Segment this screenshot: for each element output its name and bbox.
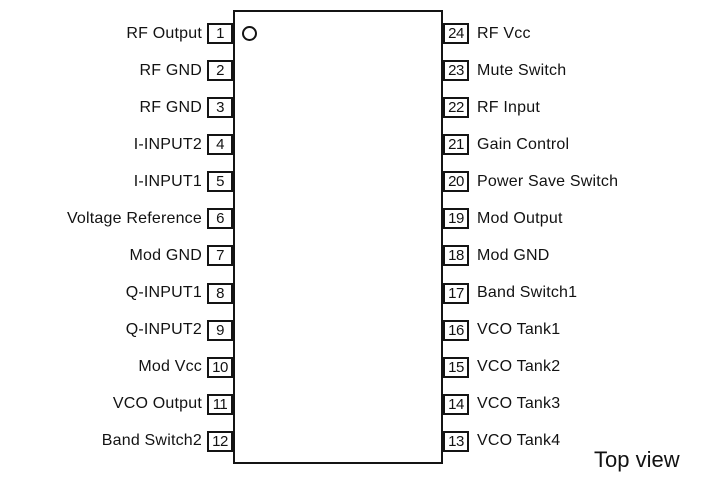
pin-row-11: VCO Output 11: [0, 393, 233, 415]
pin-number-box: 2: [207, 60, 233, 82]
pin-number-box: 21: [443, 134, 469, 156]
pin-row-9: Q-INPUT2 9: [0, 319, 233, 341]
pin-row-10: Mod Vcc 10: [0, 356, 233, 378]
pin-number-box: 18: [443, 245, 469, 267]
pin-label: RF Output: [126, 24, 202, 42]
pin-row-15: 15 VCO Tank2: [443, 356, 701, 378]
pin-number-box: 19: [443, 208, 469, 230]
pin-label: Mod GND: [129, 246, 202, 264]
pin-number-box: 15: [443, 356, 469, 378]
pin-label: VCO Output: [112, 395, 202, 413]
right-pin-column: 24 RF Vcc 23 Mute Switch 22 RF Input 21 …: [443, 23, 701, 452]
ic-package-body: [233, 10, 443, 464]
pin-number-box: 22: [443, 97, 469, 119]
pin-number-box: 20: [443, 171, 469, 193]
pin-label: I-INPUT2: [133, 135, 202, 153]
left-pin-column: RF Output 1 RF GND 2 RF GND 3 I-INPUT2 4…: [0, 23, 233, 452]
pin-label: RF GND: [139, 98, 202, 116]
pin-label: Q-INPUT1: [125, 284, 202, 302]
pin-number-box: 10: [207, 356, 233, 378]
pin-label: VCO Tank3: [477, 395, 561, 413]
pin-row-14: 14 VCO Tank3: [443, 393, 701, 415]
pin-number-box: 13: [443, 430, 469, 452]
pin-number-box: 9: [207, 319, 233, 341]
pin-label: VCO Tank4: [477, 432, 561, 450]
pin-row-6: Voltage Reference 6: [0, 208, 233, 230]
pin-row-17: 17 Band Switch1: [443, 282, 701, 304]
pin-row-23: 23 Mute Switch: [443, 60, 701, 82]
top-view-caption: Top view: [594, 447, 680, 472]
pin-row-20: 20 Power Save Switch: [443, 171, 701, 193]
pin-row-5: I-INPUT1 5: [0, 171, 233, 193]
pin-row-16: 16 VCO Tank1: [443, 319, 701, 341]
pin-row-24: 24 RF Vcc: [443, 23, 701, 44]
pin-label: Band Switch2: [101, 432, 202, 450]
pin-row-1: RF Output 1: [0, 23, 233, 44]
pin-number-box: 6: [207, 208, 233, 230]
pin-row-7: Mod GND 7: [0, 245, 233, 267]
pin-label: Band Switch1: [477, 284, 578, 302]
pin1-index-circle-icon: [242, 26, 257, 41]
pin-number-box: 23: [443, 60, 469, 82]
pin-number-box: 11: [207, 393, 233, 415]
pin-number-box: 8: [207, 282, 233, 304]
pin-number-box: 24: [443, 23, 469, 44]
pin-label: Mod GND: [477, 246, 550, 264]
pin-label: Mod Output: [477, 209, 563, 227]
pin-number-box: 14: [443, 393, 469, 415]
pin-row-13: 13 VCO Tank4: [443, 430, 701, 452]
pin-row-18: 18 Mod GND: [443, 245, 701, 267]
pin-label: Mod Vcc: [138, 358, 202, 376]
pin-label: RF Input: [477, 98, 540, 116]
pin-row-8: Q-INPUT1 8: [0, 282, 233, 304]
pin-label: Q-INPUT2: [125, 321, 202, 339]
pin-row-12: Band Switch2 12: [0, 430, 233, 452]
pin-number-box: 1: [207, 23, 233, 44]
pin-row-2: RF GND 2: [0, 60, 233, 82]
pin-row-22: 22 RF Input: [443, 97, 701, 119]
pin-number-box: 17: [443, 282, 469, 304]
pin-label: Power Save Switch: [477, 172, 619, 190]
pin-row-19: 19 Mod Output: [443, 208, 701, 230]
pin-label: VCO Tank2: [477, 358, 561, 376]
pin-label: I-INPUT1: [133, 172, 202, 190]
pin-label: VCO Tank1: [477, 321, 561, 339]
pin-number-box: 3: [207, 97, 233, 119]
pin-number-box: 7: [207, 245, 233, 267]
pin-number-box: 5: [207, 171, 233, 193]
pin-number-box: 4: [207, 134, 233, 156]
pin-label: RF GND: [139, 61, 202, 79]
pin-label: Mute Switch: [477, 61, 567, 79]
pin-label: RF Vcc: [477, 24, 531, 42]
pin-label: Gain Control: [477, 135, 570, 153]
pin-row-4: I-INPUT2 4: [0, 134, 233, 156]
pin-number-box: 12: [207, 430, 233, 452]
pin-number-box: 16: [443, 319, 469, 341]
pin-row-21: 21 Gain Control: [443, 134, 701, 156]
pin-label: Voltage Reference: [66, 209, 202, 227]
pin-row-3: RF GND 3: [0, 97, 233, 119]
